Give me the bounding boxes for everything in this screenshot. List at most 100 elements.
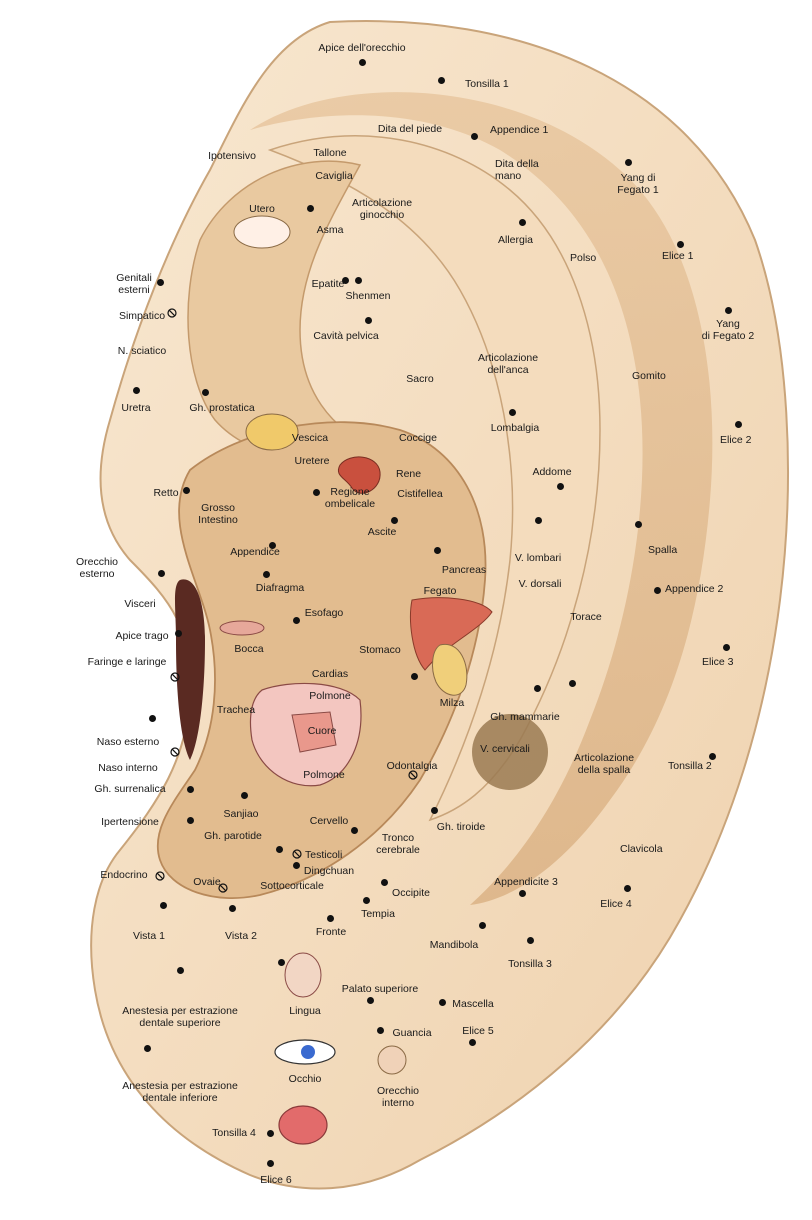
point-vista-lower	[176, 966, 184, 974]
label-gh-mammarie: Gh. mammarie	[490, 711, 560, 723]
label-gh-prostatica: Gh. prostatica	[189, 402, 255, 414]
label-sottocorticale: Sottocorticale	[260, 880, 324, 892]
label-odontalgia: Odontalgia	[386, 760, 438, 772]
no-symbol-icon	[167, 308, 177, 318]
label-elice-3: Elice 3	[702, 656, 734, 668]
vescica-sketch	[245, 413, 299, 451]
label-v-cervicali: V. cervicali	[480, 743, 530, 755]
label-n-sciatico: N. sciatico	[117, 345, 167, 357]
label-ovaie: Ovaie	[193, 876, 221, 888]
rene-sketch	[338, 456, 381, 494]
label-endocrino: Endocrino	[100, 869, 148, 881]
fegato-sketch	[410, 597, 493, 671]
label-rene: Rene	[396, 468, 422, 480]
label-faringe-laringe: Faringe e laringe	[87, 656, 167, 668]
label-elice-6: Elice 6	[260, 1174, 292, 1186]
label-polso: Polso	[570, 252, 597, 264]
point-spalla	[634, 520, 642, 528]
point-addome	[556, 482, 564, 490]
point-tonsilla-4	[266, 1129, 274, 1137]
label-palato-superiore: Palato superiore	[341, 983, 419, 995]
label-genitali-esterni: Genitali esterni	[116, 272, 152, 296]
point-guancia	[376, 1026, 384, 1034]
point-mascella	[438, 998, 446, 1006]
label-uretere: Uretere	[294, 455, 330, 467]
point-apice	[358, 58, 366, 66]
label-clavicola: Clavicola	[620, 843, 663, 855]
label-tonsilla-2: Tonsilla 2	[668, 760, 712, 772]
point-ipertensione	[186, 816, 194, 824]
point-allergia	[518, 218, 526, 226]
no-symbol-icon	[170, 747, 180, 757]
label-testicoli: Testicoli	[305, 849, 343, 861]
point-vista-2	[228, 904, 236, 912]
point-tonsilla-3	[526, 936, 534, 944]
point-lingua	[277, 958, 285, 966]
label-mandibola: Mandibola	[429, 939, 479, 951]
point-uretra	[132, 386, 140, 394]
label-gh-parotide: Gh. parotide	[204, 830, 262, 842]
point-milza	[410, 672, 418, 680]
concha	[156, 421, 487, 899]
point-yang-fegato-2	[724, 306, 732, 314]
label-dita-piede: Dita del piede	[377, 123, 443, 135]
point-elice-6	[266, 1159, 274, 1167]
no-symbol-icon	[218, 883, 228, 893]
label-coccige: Coccige	[399, 432, 437, 444]
label-occipite: Occipite	[392, 887, 430, 899]
no-symbol-icon	[155, 871, 165, 881]
no-symbol-icon	[170, 672, 180, 682]
label-lombalgia: Lombalgia	[490, 422, 540, 434]
antihelix	[267, 135, 601, 822]
point-elice-5	[468, 1038, 476, 1046]
label-milza: Milza	[439, 697, 465, 709]
point-fronte	[326, 914, 334, 922]
label-pancreas: Pancreas	[441, 564, 487, 576]
utero-sketch	[233, 215, 291, 249]
label-vista-2: Vista 2	[225, 930, 257, 942]
orecchio-interno-sketch	[377, 1045, 407, 1075]
point-surrenalica	[186, 785, 194, 793]
label-v-lombari: V. lombari	[514, 552, 562, 564]
label-anestesia-superiore: Anestesia per estrazione dentale superio…	[122, 1005, 238, 1029]
point-tonsilla-2	[708, 752, 716, 760]
label-spalla: Spalla	[648, 544, 678, 556]
point-pancreas	[433, 546, 441, 554]
label-cervello: Cervello	[309, 815, 349, 827]
label-ascite: Ascite	[367, 526, 397, 538]
label-asma: Asma	[316, 224, 344, 236]
ear-canal	[175, 579, 205, 760]
label-gh-surrenalica: Gh. surrenalica	[94, 783, 166, 795]
point-apice-trago	[174, 629, 182, 637]
label-yang-fegato-2: Yang di Fegato 2	[701, 318, 755, 342]
label-bocca: Bocca	[234, 643, 264, 655]
point-elice-1	[676, 240, 684, 248]
point-anestesia-inferiore	[143, 1044, 151, 1052]
point-retto	[182, 486, 190, 494]
label-polmone-2: Polmone	[303, 769, 345, 781]
label-appendice: Appendice	[230, 546, 280, 558]
point-sanjiao	[240, 791, 248, 799]
label-orecchio-esterno: Orecchio esterno	[75, 556, 119, 580]
point-appendice-2	[653, 586, 661, 594]
label-shenmen: Shenmen	[345, 290, 391, 302]
no-symbol-icon	[292, 849, 302, 859]
label-grosso-intestino: Grosso Intestino	[198, 502, 238, 526]
cervicali-sketch	[472, 714, 548, 790]
label-uretra: Uretra	[121, 402, 151, 414]
point-ascite	[390, 516, 398, 524]
label-tallone: Tallone	[313, 147, 347, 159]
label-elice-5: Elice 5	[462, 1025, 494, 1037]
label-naso-esterno: Naso esterno	[96, 736, 160, 748]
label-tronco-cerebrale: Tronco cerebrale	[376, 832, 420, 856]
label-epatite: Epatite	[311, 278, 345, 290]
label-cuore: Cuore	[307, 725, 337, 737]
label-v-dorsali: V. dorsali	[518, 578, 562, 590]
milza-sketch	[432, 643, 468, 696]
label-visceri: Visceri	[124, 598, 156, 610]
point-appendice	[268, 541, 276, 549]
label-esofago: Esofago	[304, 607, 344, 619]
label-allergia: Allergia	[498, 234, 534, 246]
label-ipertensione: Ipertensione	[101, 816, 159, 828]
